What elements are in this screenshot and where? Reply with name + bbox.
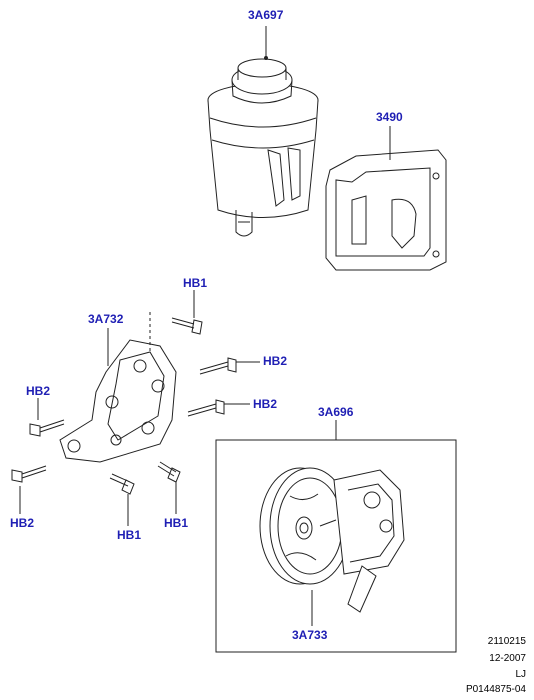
footer-code: 2110215	[487, 636, 526, 647]
callout-bolt-hb1-bottom-left: HB1	[117, 528, 142, 542]
callout-reservoir: 3A697	[248, 8, 284, 22]
reservoir-bracket-icon	[325, 149, 447, 271]
footer-date: 12-2007	[489, 653, 526, 664]
footer-ref: P0144875-04	[465, 684, 526, 695]
callout-reservoir-bracket: 3490	[376, 110, 403, 124]
callout-pulley: 3A733	[292, 628, 328, 642]
callout-bolt-hb2-left-lower: HB2	[10, 516, 35, 530]
callout-bolt-hb1-top: HB1	[183, 276, 208, 290]
callout-bolt-hb2-left-upper: HB2	[26, 384, 51, 398]
callout-pump-assembly: 3A696	[318, 405, 354, 419]
callout-pump-bracket: 3A732	[88, 312, 124, 326]
callout-bolt-hb1-bottom-right: HB1	[164, 516, 189, 530]
reservoir-icon	[207, 58, 319, 237]
power-steering-pump-icon	[259, 467, 405, 613]
bolt-icon	[11, 317, 237, 495]
footer-initials: LJ	[515, 669, 526, 680]
callout-bolt-hb2-right-upper: HB2	[263, 354, 288, 368]
callout-bolt-hb2-right-lower: HB2	[253, 397, 278, 411]
pump-bracket-icon	[59, 339, 177, 463]
